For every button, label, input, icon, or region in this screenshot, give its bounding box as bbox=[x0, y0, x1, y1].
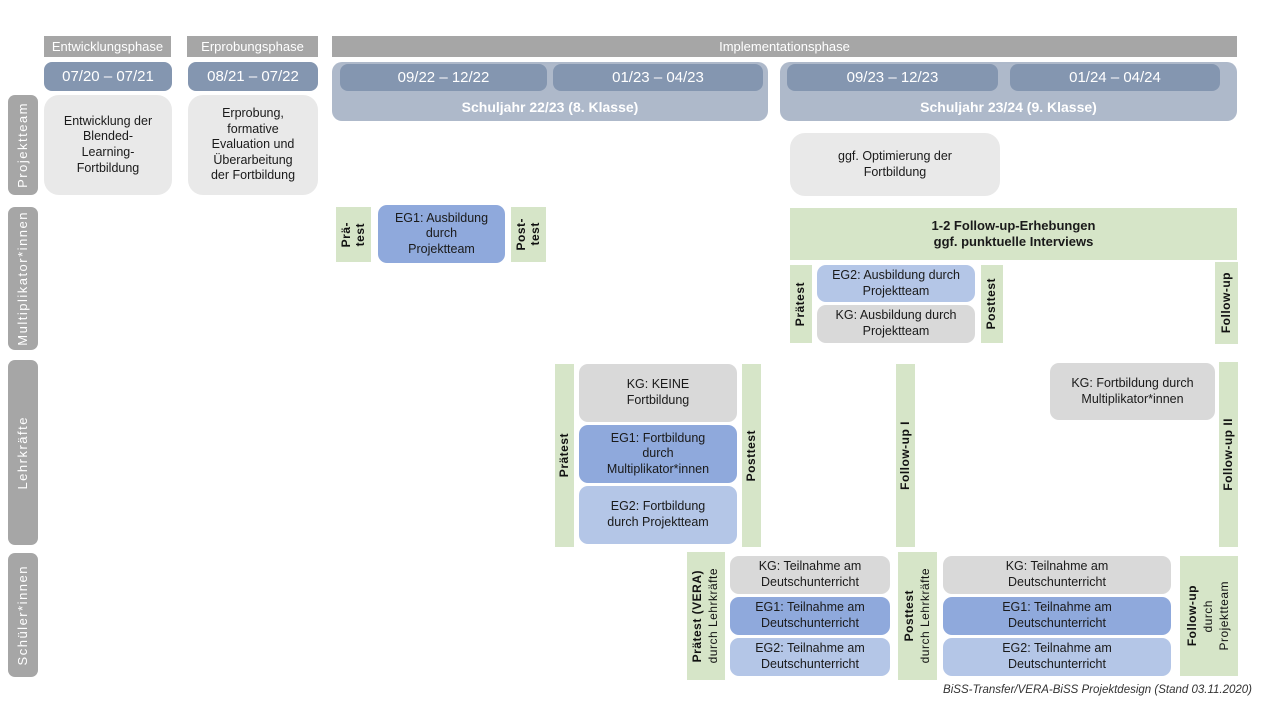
bar-praetest-vera-bold-text: Prätest (VERA) bbox=[690, 569, 705, 663]
box-kg-fortbildung-multiplikatoren: KG: Fortbildung durch Multiplikator*inne… bbox=[1050, 363, 1215, 420]
schoolyear-23-24-label: Schuljahr 23/24 (9. Klasse) bbox=[920, 99, 1097, 115]
bar-followup-multiplikatoren-text: Follow-up bbox=[1218, 272, 1233, 334]
bar-posttest-multiplikatoren-1-text: Post- test bbox=[513, 218, 542, 251]
box-eg1-fortbildung-multiplikatoren: EG1: Fortbildung durch Multiplikator*inn… bbox=[579, 425, 737, 483]
row-label-projektteam: Projektteam bbox=[8, 95, 38, 195]
phase-header-entwicklung: Entwicklungsphase bbox=[44, 36, 171, 57]
datebar-0923-1223: 09/23 – 12/23 bbox=[787, 64, 998, 91]
datebar-0123-0423: 01/23 – 04/23 bbox=[553, 64, 763, 91]
bar-followup-schueler-sub1-text: durch bbox=[1201, 599, 1216, 633]
bar-posttest-lehrkraefte-text: Posttest bbox=[743, 429, 758, 482]
datebar-0922-1222: 09/22 – 12/22 bbox=[340, 64, 547, 91]
bar-followup2-lehrkraefte: Follow-up II bbox=[1219, 362, 1238, 547]
bar-posttest-schueler-sub-text: durch Lehrkräfte bbox=[917, 568, 932, 664]
bar-praetest-multiplikatoren-1-text: Prä- test bbox=[338, 221, 367, 248]
row-label-schueler: Schüler*innen bbox=[8, 553, 38, 677]
bar-posttest-schueler: Posttest durch Lehrkräfte bbox=[898, 552, 937, 680]
datebar-0821-0722: 08/21 – 07/22 bbox=[188, 62, 318, 91]
bar-praetest-multiplikatoren-1: Prä- test bbox=[336, 207, 371, 262]
bar-posttest-multiplikatoren-2: Posttest bbox=[981, 265, 1003, 343]
box-eg2-teilnahme-1: EG2: Teilnahme am Deutschunterricht bbox=[730, 638, 890, 676]
box-kg-keine-fortbildung: KG: KEINE Fortbildung bbox=[579, 364, 737, 422]
bar-followup-schueler-bold-text: Follow-up bbox=[1185, 585, 1200, 647]
bar-posttest-multiplikatoren-2-text: Posttest bbox=[984, 278, 999, 330]
bar-praetest-vera-sub-text: durch Lehrkräfte bbox=[706, 568, 720, 664]
bar-followup1-lehrkraefte-text: Follow-up I bbox=[897, 421, 912, 490]
box-kg-ausbildung-projektteam: KG: Ausbildung durch Projektteam bbox=[817, 305, 975, 343]
schoolyear-22-23-container: 09/22 – 12/22 01/23 – 04/23 Schuljahr 22… bbox=[332, 62, 768, 121]
box-entwicklung-fortbildung: Entwicklung der Blended- Learning- Fortb… bbox=[44, 95, 172, 195]
box-followup-erhebungen: 1-2 Follow-up-Erhebungen ggf. punktuelle… bbox=[790, 208, 1237, 260]
box-eg1-ausbildung-projektteam: EG1: Ausbildung durch Projektteam bbox=[378, 205, 505, 263]
bar-praetest-lehrkraefte-text: Prätest bbox=[556, 433, 571, 478]
bar-posttest-multiplikatoren-1: Post- test bbox=[511, 207, 546, 262]
box-erprobung-evaluation: Erprobung, formative Evaluation und Über… bbox=[188, 95, 318, 195]
row-label-projektteam-text: Projektteam bbox=[14, 102, 30, 188]
box-eg2-teilnahme-2: EG2: Teilnahme am Deutschunterricht bbox=[943, 638, 1171, 676]
box-optimierung-fortbildung: ggf. Optimierung der Fortbildung bbox=[790, 133, 1000, 196]
bar-praetest-multiplikatoren-2-text: Prätest bbox=[793, 281, 808, 327]
bar-followup-multiplikatoren: Follow-up bbox=[1215, 262, 1238, 344]
schoolyear-23-24-container: 09/23 – 12/23 01/24 – 04/24 Schuljahr 23… bbox=[780, 62, 1237, 121]
box-kg-teilnahme-2: KG: Teilnahme am Deutschunterricht bbox=[943, 556, 1171, 594]
bar-followup-schueler: Follow-up durch Projektteam bbox=[1180, 556, 1238, 676]
row-label-schueler-text: Schüler*innen bbox=[14, 564, 30, 666]
bar-praetest-multiplikatoren-2: Prätest bbox=[790, 265, 812, 343]
row-label-multiplikatoren: Multiplikator*innen bbox=[8, 207, 38, 350]
box-kg-teilnahme-1: KG: Teilnahme am Deutschunterricht bbox=[730, 556, 890, 594]
footer-citation: BiSS-Transfer/VERA-BiSS Projektdesign (S… bbox=[943, 684, 1252, 696]
bar-praetest-lehrkraefte: Prätest bbox=[555, 364, 574, 547]
bar-followup-schueler-sub2-text: Projektteam bbox=[1216, 581, 1231, 651]
row-label-lehrkraefte-text: Lehrkräfte bbox=[14, 415, 30, 490]
bar-posttest-schueler-bold-text: Posttest bbox=[901, 590, 916, 642]
box-eg1-teilnahme-1: EG1: Teilnahme am Deutschunterricht bbox=[730, 597, 890, 635]
row-label-multiplikatoren-text: Multiplikator*innen bbox=[14, 211, 30, 346]
bar-posttest-lehrkraefte: Posttest bbox=[742, 364, 761, 547]
bar-praetest-vera-schueler: Prätest (VERA) durch Lehrkräfte bbox=[687, 552, 725, 680]
schoolyear-22-23-label: Schuljahr 22/23 (8. Klasse) bbox=[461, 99, 639, 115]
phase-header-erprobung: Erprobungsphase bbox=[187, 36, 318, 57]
datebar-0124-0424: 01/24 – 04/24 bbox=[1010, 64, 1220, 91]
bar-followup1-lehrkraefte: Follow-up I bbox=[896, 364, 915, 547]
box-eg2-ausbildung-projektteam: EG2: Ausbildung durch Projektteam bbox=[817, 265, 975, 302]
datebar-0720-0721: 07/20 – 07/21 bbox=[44, 62, 172, 91]
box-eg1-teilnahme-2: EG1: Teilnahme am Deutschunterricht bbox=[943, 597, 1171, 635]
row-label-lehrkraefte: Lehrkräfte bbox=[8, 360, 38, 545]
box-eg2-fortbildung-projektteam: EG2: Fortbildung durch Projektteam bbox=[579, 486, 737, 544]
bar-followup2-lehrkraefte-text: Follow-up II bbox=[1220, 418, 1235, 491]
phase-header-implementation: Implementationsphase bbox=[332, 36, 1237, 57]
